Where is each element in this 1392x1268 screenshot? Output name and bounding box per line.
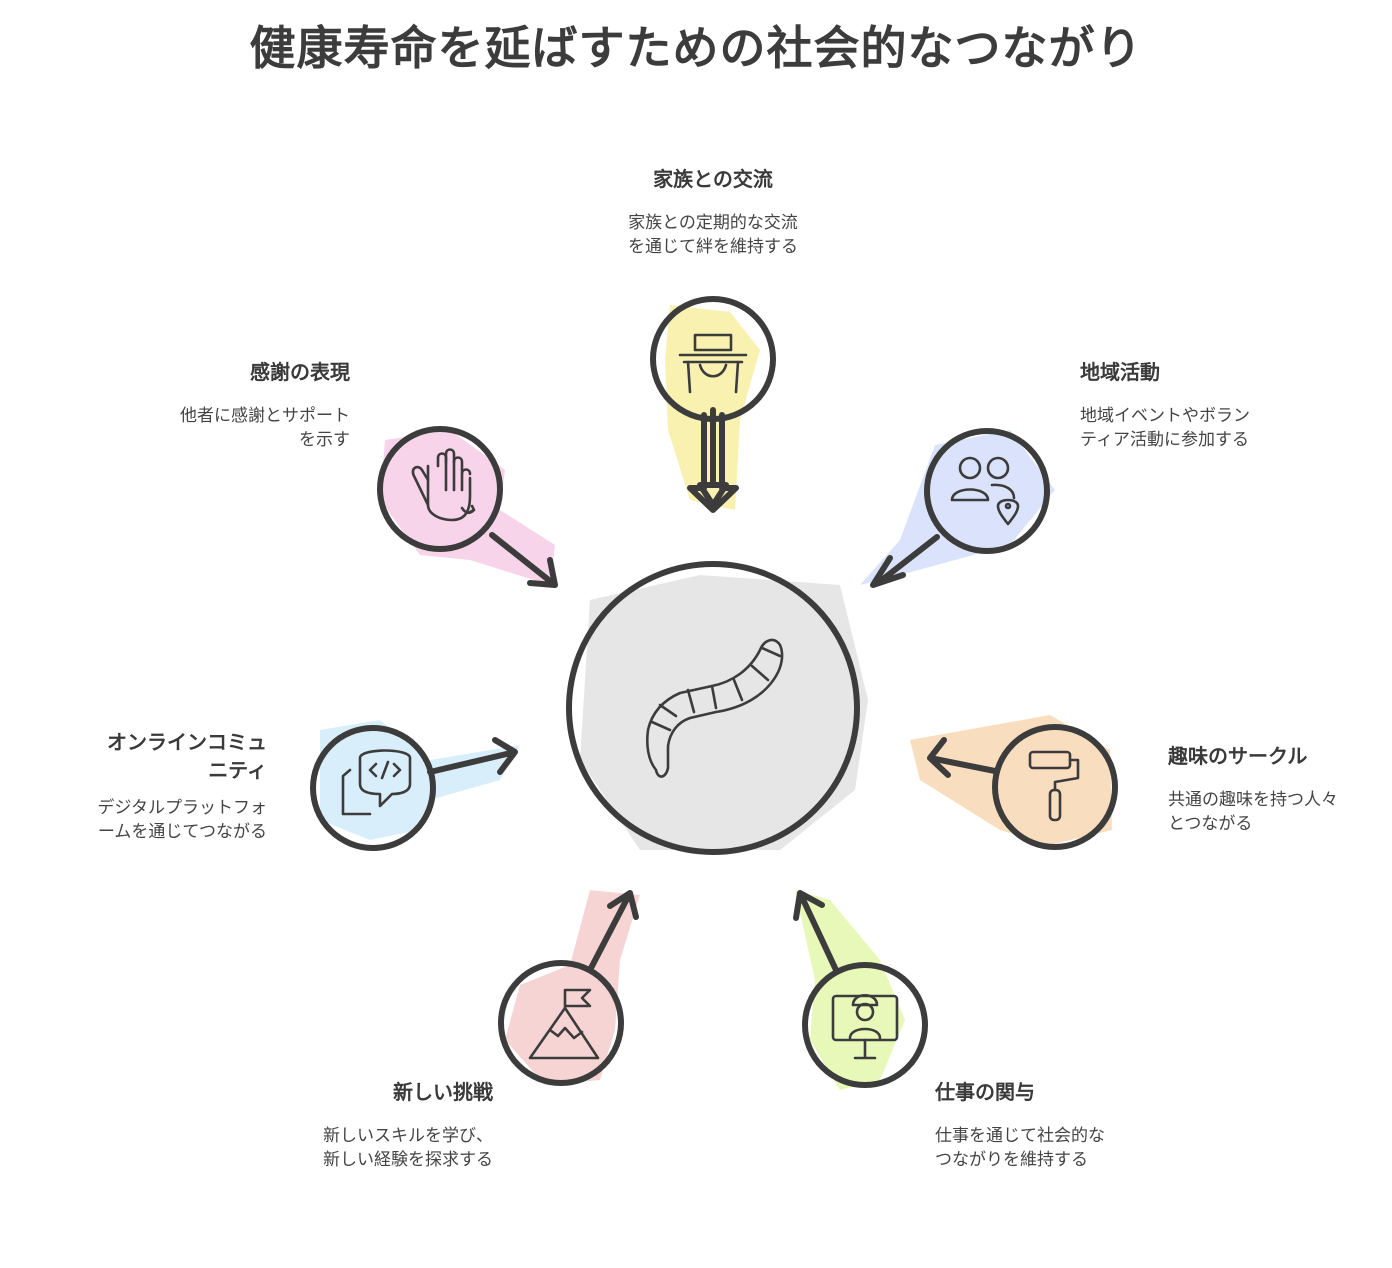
label-family: 家族との交流 家族との定期的な交流 を通じて絆を維持する	[600, 165, 826, 259]
label-gratitude: 感謝の表現 他者に感謝とサポート を示す	[120, 358, 350, 452]
heading-community: 地域活動	[1080, 360, 1160, 384]
heading-hobby: 趣味のサークル	[1168, 744, 1308, 768]
label-challenge: 新しい挑戦 新しいスキルを学び、 新しい経験を探求する	[270, 1078, 493, 1172]
waving-hand-icon	[411, 448, 476, 522]
desc-work: 仕事を通じて社会的な つながりを維持する	[935, 1126, 1105, 1170]
label-hobby: 趣味のサークル 共通の趣味を持つ人々 とつながる	[1168, 742, 1378, 836]
desc-online: デジタルプラットフォ ームを通じてつながる	[97, 798, 267, 842]
node-hobby	[910, 715, 1118, 850]
paint-roller-icon	[1028, 750, 1080, 822]
heading-challenge: 新しい挑戦	[393, 1080, 493, 1104]
node-family	[650, 296, 776, 513]
desc-family: 家族との定期的な交流 を通じて絆を維持する	[628, 213, 798, 257]
heading-gratitude: 感謝の表現	[250, 360, 350, 384]
node-challenge	[498, 890, 640, 1086]
desc-gratitude: 他者に感謝とサポート を示す	[180, 406, 350, 450]
people-location-icon	[950, 456, 1020, 526]
heading-family: 家族との交流	[653, 167, 773, 191]
label-community: 地域活動 地域イベントやボラン ティア活動に参加する	[1080, 358, 1300, 452]
label-work: 仕事の関与 仕事を通じて社会的な つながりを維持する	[935, 1078, 1155, 1172]
desc-community: 地域イベントやボラン ティア活動に参加する	[1080, 406, 1250, 450]
heading-online: オンラインコミュ ニティ	[107, 730, 267, 782]
page-title: 健康寿命を延ばすための社会的なつながり	[249, 21, 1143, 75]
code-chat-icon	[341, 749, 412, 816]
label-online: オンラインコミュ ニティ デジタルプラットフォ ームを通じてつながる	[40, 728, 267, 844]
node-community	[860, 428, 1055, 588]
heading-work: 仕事の関与	[935, 1080, 1035, 1104]
center-hub	[566, 561, 868, 855]
worm-icon	[645, 638, 784, 778]
node-gratitude	[377, 426, 558, 588]
mountain-flag-icon	[528, 988, 600, 1060]
desc-hobby: 共通の趣味を持つ人々 とつながる	[1168, 790, 1338, 834]
node-online	[310, 720, 520, 851]
node-work	[793, 890, 928, 1090]
engineer-monitor-icon	[831, 993, 899, 1060]
high-chair-icon	[678, 333, 748, 394]
desc-challenge: 新しいスキルを学び、 新しい経験を探求する	[323, 1126, 493, 1170]
